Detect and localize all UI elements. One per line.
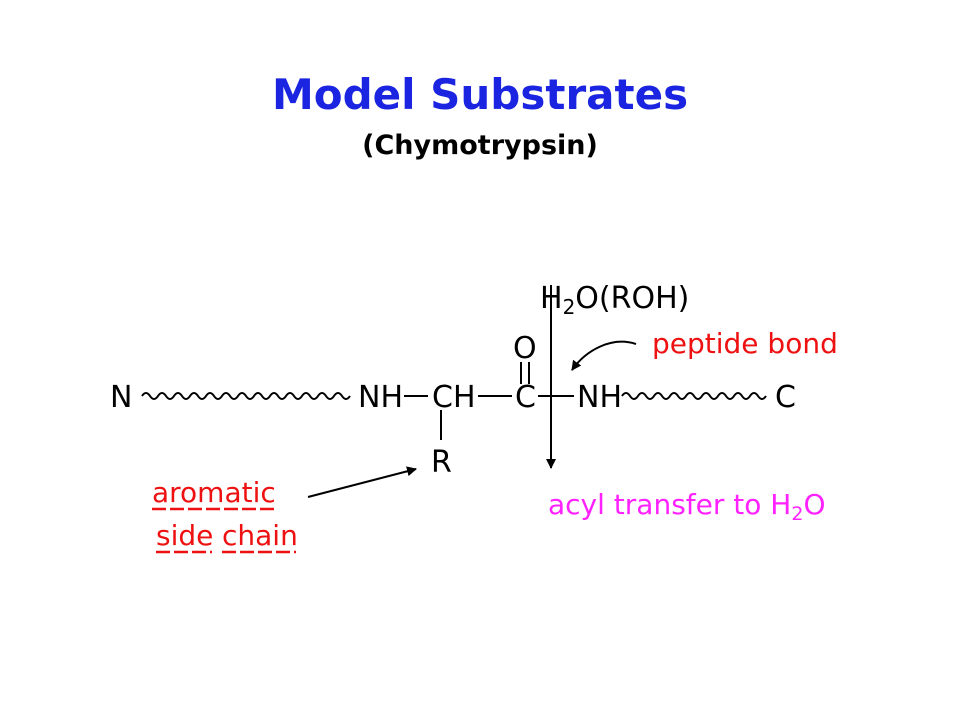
nucleophile-label: H2O(ROH) <box>540 281 689 319</box>
amine-1-label: NH <box>358 380 403 415</box>
n-chain-wavy-line <box>141 392 351 400</box>
amine-2-label: NH <box>577 380 622 415</box>
aromatic-label: aromatic <box>152 476 276 509</box>
peptide-bond-label: peptide bond <box>652 327 838 360</box>
aromatic-arrow <box>307 466 417 498</box>
acyl-transfer-label: acyl transfer to H2O <box>548 488 826 525</box>
n-terminus-label: N <box>110 380 132 415</box>
alpha-carbon-label: CH <box>432 380 476 415</box>
peptide-bond-arrow <box>571 340 637 371</box>
side-group-label: R <box>431 445 452 480</box>
side-label: side <box>156 519 213 552</box>
carbonyl-carbon-label: C <box>515 380 536 415</box>
c-chain-wavy-line <box>621 392 767 400</box>
slide-title: Model Substrates <box>271 70 689 119</box>
slide-subtitle: (Chymotrypsin) <box>362 130 598 161</box>
c-terminus-label: C <box>775 380 796 415</box>
carbonyl-oxygen-label: O <box>513 331 537 366</box>
chain-label: chain <box>222 519 298 552</box>
